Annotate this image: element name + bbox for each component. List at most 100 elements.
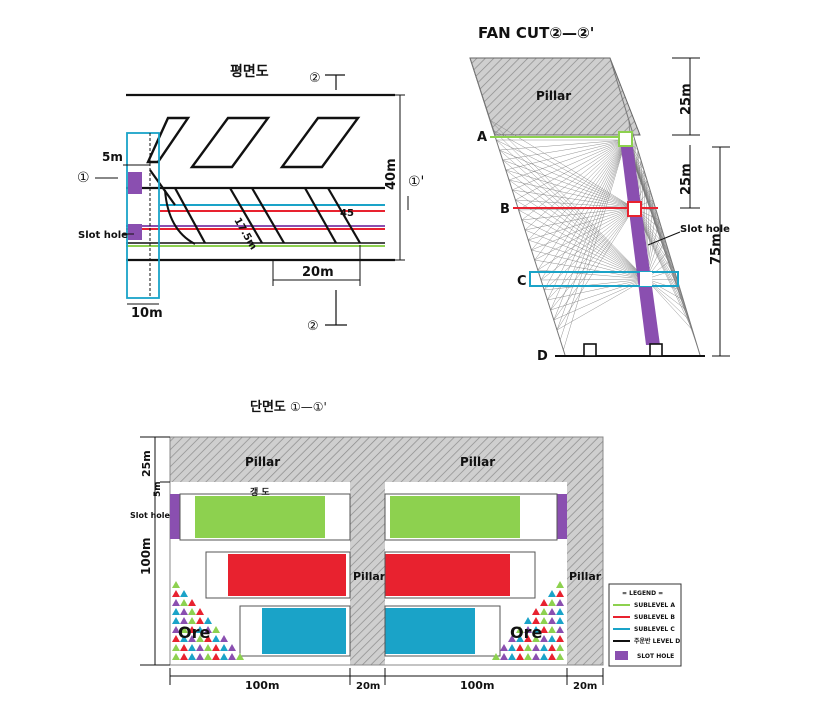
ore-fragment xyxy=(188,617,196,624)
fan-ray xyxy=(508,139,627,181)
ore-pile-right xyxy=(492,581,564,660)
ore-fragment xyxy=(180,644,188,651)
ore-fragment xyxy=(548,590,556,597)
fan-ray xyxy=(553,139,627,321)
fan-ray xyxy=(540,207,635,281)
fan-ray xyxy=(496,139,647,280)
marker-left: ① xyxy=(77,170,90,186)
fan-ray xyxy=(489,119,647,280)
pillar-center-label: Pillar xyxy=(353,570,386,583)
ore-fragment xyxy=(532,635,540,642)
ore-fragment xyxy=(548,653,556,660)
fan-ray xyxy=(521,207,635,221)
ore-fragment xyxy=(548,599,556,606)
ore-fragment xyxy=(220,644,228,651)
ore-fragment xyxy=(556,635,564,642)
fan-ray xyxy=(541,278,647,281)
ore-fragment xyxy=(172,653,180,660)
ore-fragment xyxy=(540,635,548,642)
ore-fragment xyxy=(180,653,188,660)
fan-cut-view: FAN CUT②—②' Pillar A B C D Slot hole 25m xyxy=(469,24,730,364)
fan-ray xyxy=(508,179,635,209)
legend-item-b: SUBLEVEL B xyxy=(613,614,675,621)
pillar-left-label: Pillar xyxy=(245,455,280,469)
fan-ray xyxy=(524,207,635,231)
section-title: 단면도 xyxy=(250,399,286,415)
ore-fragment xyxy=(172,590,180,597)
ore-fragment xyxy=(228,653,236,660)
ore-fragment xyxy=(540,644,548,651)
fan-ray xyxy=(544,139,627,291)
fan-ray xyxy=(492,129,635,209)
ore-fragment xyxy=(204,635,212,642)
fan-ray xyxy=(528,139,627,241)
ore-fragment xyxy=(204,626,212,633)
ore-fragment xyxy=(212,653,220,660)
level-a-label: A xyxy=(477,130,487,145)
fan-ray xyxy=(544,278,647,291)
legend-item-slot: SLOT HOLE xyxy=(615,651,674,660)
legend-title: = LEGEND = xyxy=(622,590,663,597)
fan-ray xyxy=(518,209,647,280)
fan-ray xyxy=(502,159,647,280)
ore-fragment xyxy=(524,617,532,624)
fan-ray xyxy=(521,139,627,221)
ore-fragment xyxy=(548,626,556,633)
ore-fragment xyxy=(188,626,196,633)
dim-40m: 40m xyxy=(384,158,399,190)
ore-fragment xyxy=(516,653,524,660)
ore-fragment xyxy=(188,653,196,660)
fan-ray xyxy=(528,207,635,241)
fan-rays xyxy=(489,119,699,351)
ore-fragment xyxy=(524,626,532,633)
legend-label-slot: SLOT HOLE xyxy=(637,653,674,660)
fan-ray xyxy=(556,278,647,331)
marker-right: ①' xyxy=(408,174,424,190)
fan-dim-25m-mid: 25m xyxy=(679,163,694,195)
ore-fragment xyxy=(532,653,540,660)
ore-fragment xyxy=(524,644,532,651)
ore-fragment xyxy=(172,626,180,633)
section-pillar-left xyxy=(170,437,350,482)
ore-fragment xyxy=(500,644,508,651)
ore-fragment xyxy=(172,644,180,651)
ore-fragment xyxy=(508,653,516,660)
legend-item-a: SUBLEVEL A xyxy=(613,602,675,609)
ore-fragment xyxy=(548,617,556,624)
ore-fragment xyxy=(516,644,524,651)
ore-fragment xyxy=(556,590,564,597)
fan-ray xyxy=(515,139,627,201)
dim-25m: 25m xyxy=(140,450,153,477)
fan-ray xyxy=(550,207,635,311)
fan-ray xyxy=(505,169,635,209)
ore-fragment xyxy=(180,626,188,633)
ore-fragment xyxy=(516,626,524,633)
fan-ray xyxy=(499,149,647,280)
ore-fragment xyxy=(172,599,180,606)
dim-5m: 5m xyxy=(102,150,123,164)
ore-fragment xyxy=(548,644,556,651)
fan-ray xyxy=(553,207,635,321)
fan-ray xyxy=(492,129,647,280)
fan-ray xyxy=(531,139,627,251)
section-view: 단면도 ①—①' Pillar Pillar Pillar Pillar 갱 도 xyxy=(130,399,604,692)
ore-fragment xyxy=(172,635,180,642)
ore-fragment xyxy=(188,608,196,615)
ore-fragment xyxy=(556,617,564,624)
plan-view-title: 평면도 xyxy=(230,63,269,80)
fan-ray xyxy=(645,278,687,311)
ore-fragment xyxy=(196,644,204,651)
dim-100m-vertical: 100m xyxy=(139,537,153,575)
ore-fragment xyxy=(540,626,548,633)
ore-fragment xyxy=(532,608,540,615)
fan-pillar-label: Pillar xyxy=(536,89,571,103)
fan-ray xyxy=(645,278,684,301)
section-pillar-center xyxy=(350,437,385,665)
fan-ray xyxy=(499,139,627,151)
fan-ray xyxy=(512,139,627,191)
legend-label-d: 주운반 LEVEL D xyxy=(634,637,680,645)
ore-fragment xyxy=(204,644,212,651)
ore-fragment xyxy=(228,644,236,651)
legend-label-c: SUBLEVEL C xyxy=(634,626,675,633)
